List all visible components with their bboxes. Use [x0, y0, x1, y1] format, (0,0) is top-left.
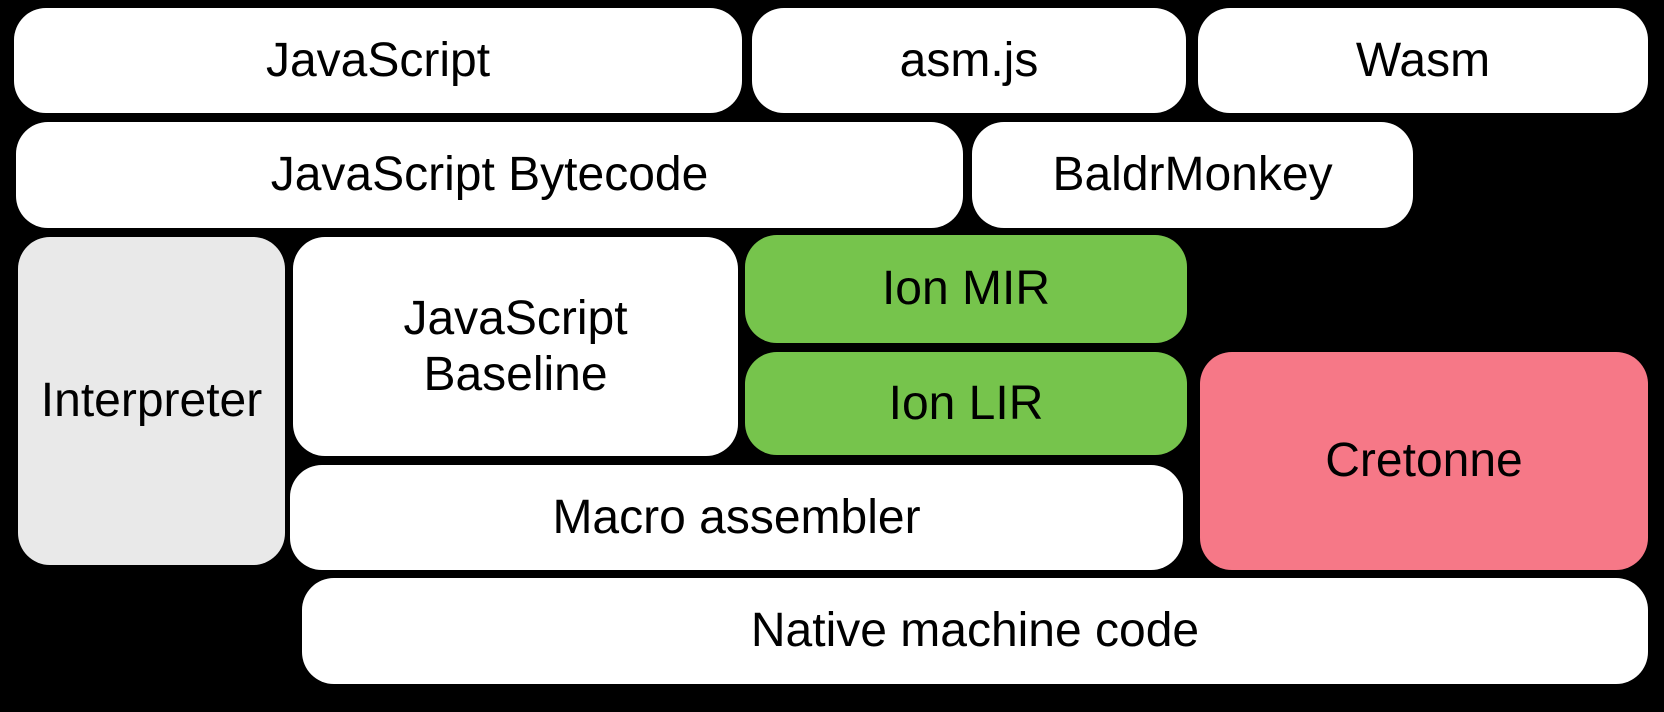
node-baldrmonkey: BaldrMonkey — [972, 122, 1413, 228]
node-interpreter: Interpreter — [18, 237, 285, 565]
node-native-machine-code: Native machine code — [302, 578, 1648, 684]
node-wasm: Wasm — [1198, 8, 1648, 113]
node-ion-lir: Ion LIR — [745, 352, 1187, 455]
node-cretonne: Cretonne — [1200, 352, 1648, 570]
node-asmjs: asm.js — [752, 8, 1186, 113]
node-javascript-bytecode: JavaScript Bytecode — [16, 122, 963, 228]
node-javascript-baseline: JavaScript Baseline — [293, 237, 738, 456]
node-macro-assembler: Macro assembler — [290, 465, 1183, 570]
node-ion-mir: Ion MIR — [745, 235, 1187, 343]
node-javascript: JavaScript — [14, 8, 742, 113]
